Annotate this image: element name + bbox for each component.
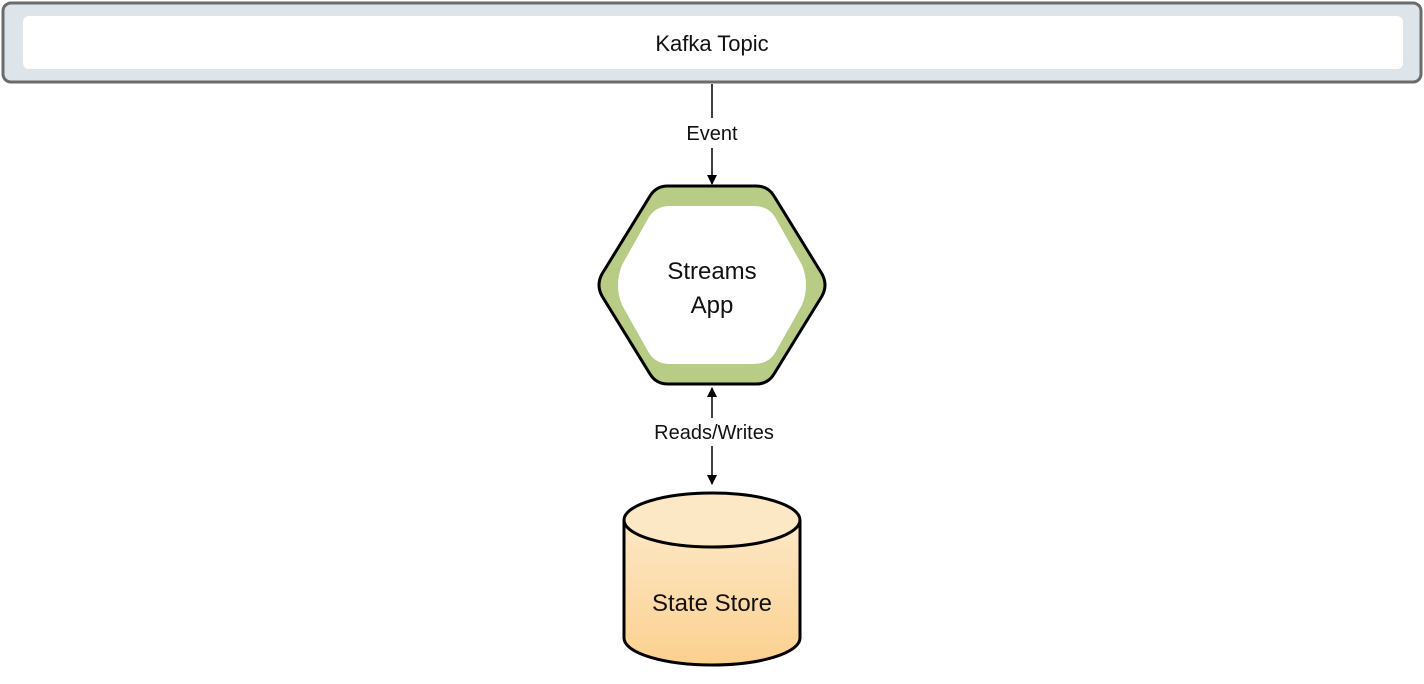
state-store-node: State Store: [622, 491, 802, 667]
state-store-body: [622, 520, 802, 667]
event-edge-label: Event: [686, 123, 738, 145]
kafka-topic-node: Kafka Topic: [1, 1, 1423, 84]
streams-app-label-line2: App: [691, 292, 734, 319]
streams-app-label-line1: Streams: [667, 258, 756, 285]
streams-app-node: Streams App: [597, 184, 827, 386]
streams-app-hexagon-inner: [618, 206, 806, 364]
kafka-topic-inner: [23, 16, 1403, 69]
state-store-label: State Store: [652, 590, 772, 617]
reads-writes-edge-label: Reads/Writes: [654, 422, 774, 444]
state-store-top: [622, 491, 802, 549]
reads-writes-edge: Reads/Writes: [654, 387, 774, 485]
event-edge: Event: [686, 84, 738, 185]
kafka-topic-label: Kafka Topic: [655, 31, 768, 56]
